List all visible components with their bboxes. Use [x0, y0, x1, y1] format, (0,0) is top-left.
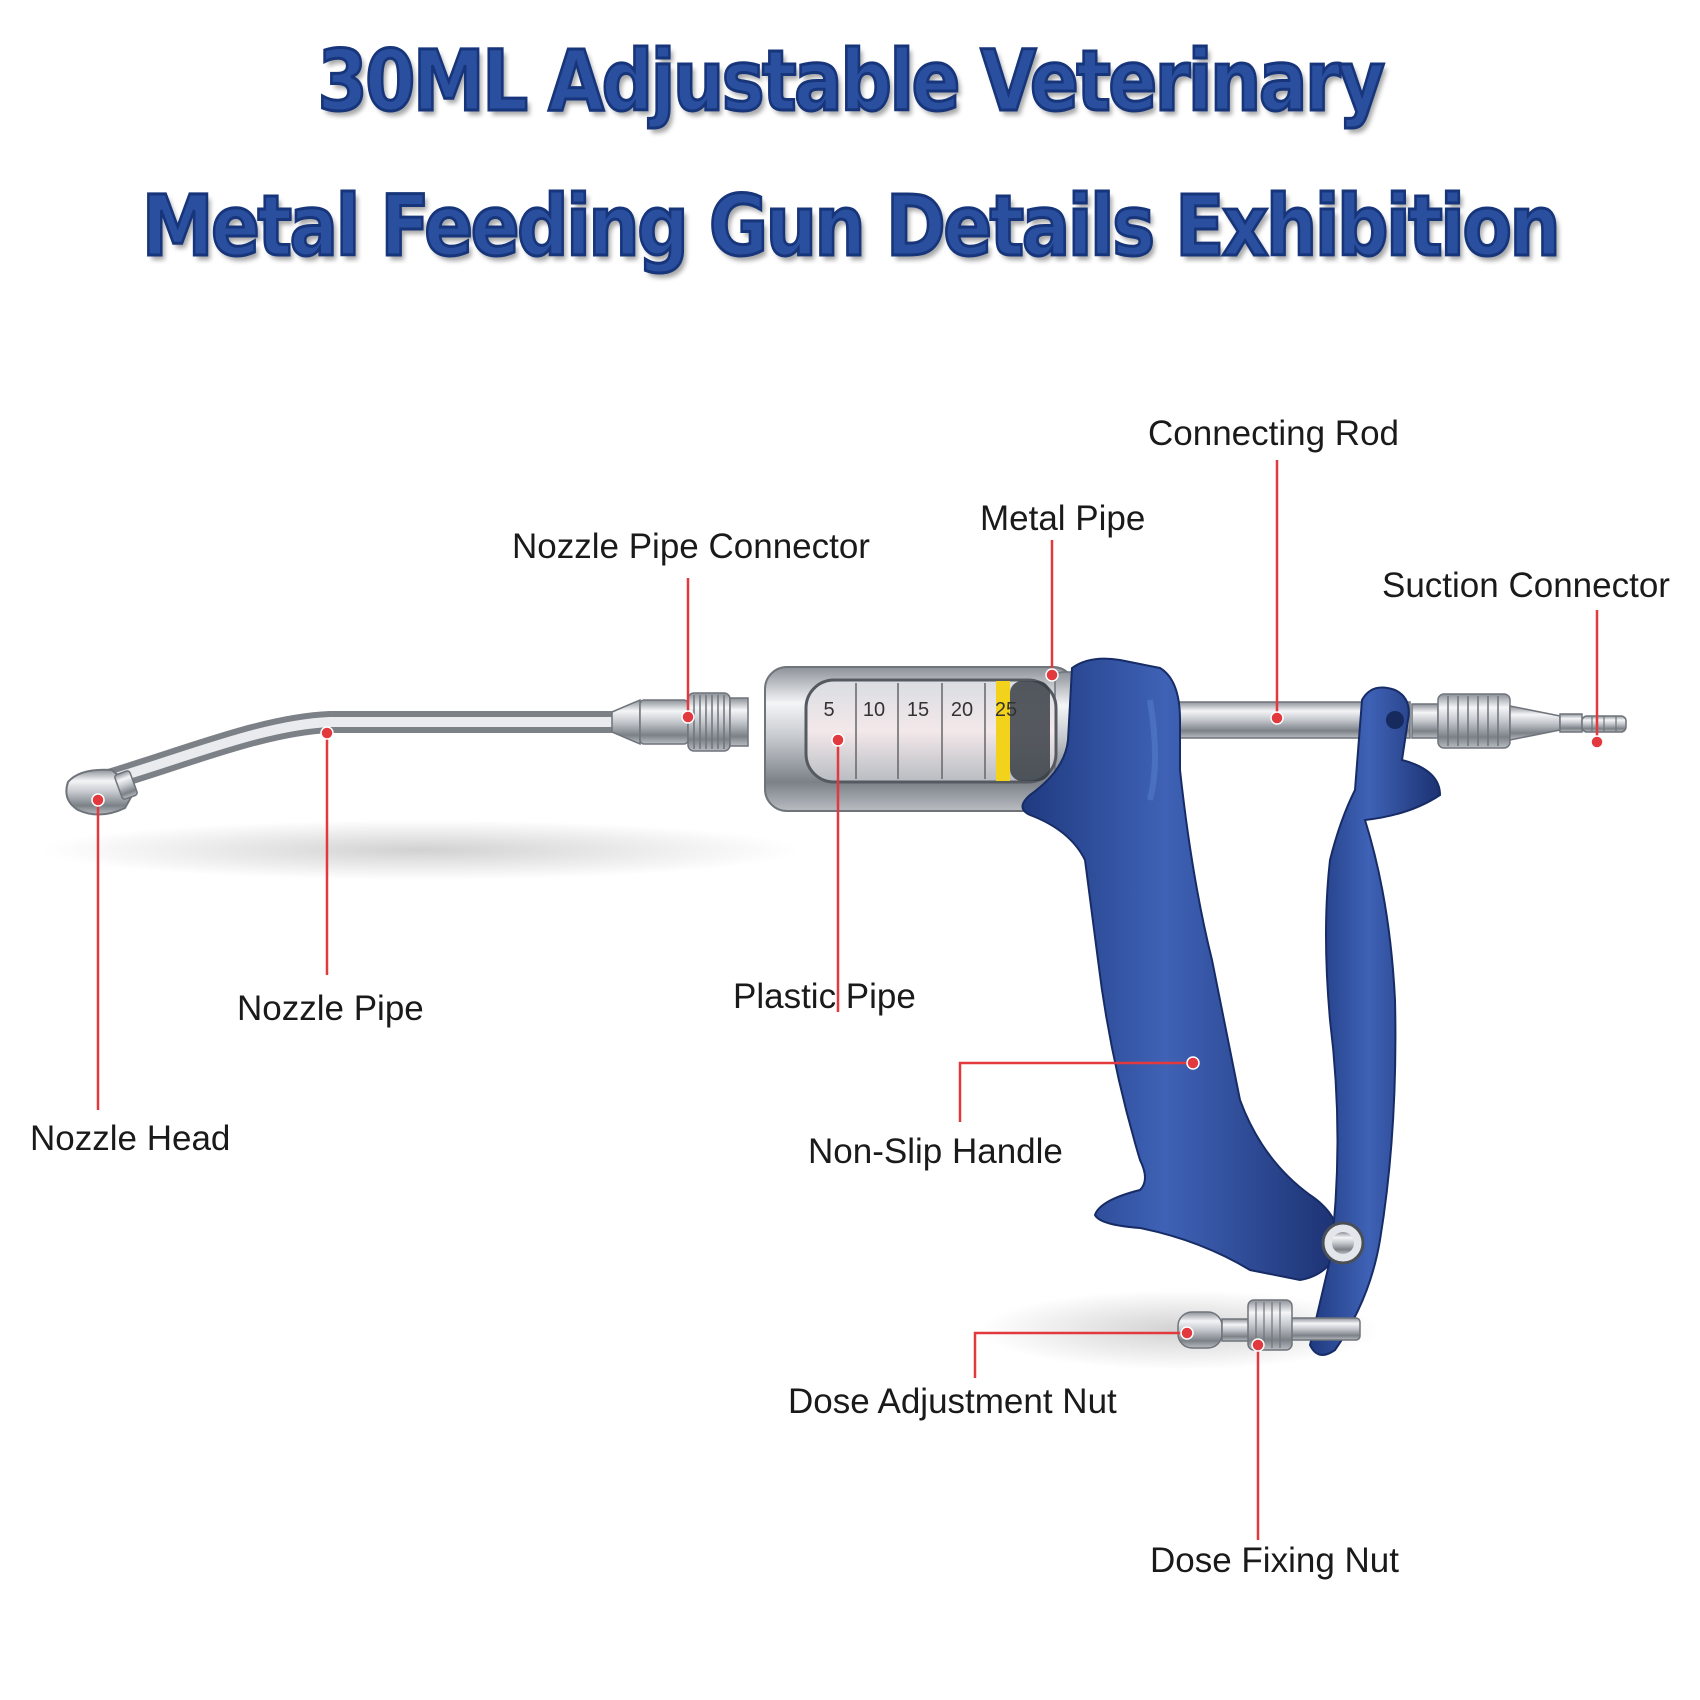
label-plastic-pipe: Plastic Pipe — [733, 977, 916, 1016]
label-metal-pipe: Metal Pipe — [980, 499, 1145, 538]
floor-shadow — [40, 820, 800, 880]
scale-tick: 10 — [863, 699, 885, 721]
callout-dot — [320, 726, 334, 740]
callout-dots — [91, 668, 1604, 1352]
callout-dot — [1045, 668, 1059, 682]
label-connecting-rod: Connecting Rod — [1148, 414, 1399, 453]
callout-lines — [96, 460, 1599, 1540]
nozzle-pipe-connector — [611, 692, 749, 752]
label-non-slip-handle: Non-Slip Handle — [808, 1132, 1063, 1171]
label-suction-connector: Suction Connector — [1382, 566, 1670, 605]
callout-dot — [1186, 1056, 1200, 1070]
callout-dot — [831, 733, 845, 747]
title-line-1: 30ML Adjustable Veterinary — [316, 31, 1386, 132]
nozzle-pipe — [81, 711, 631, 796]
scale-tick: 25 — [995, 699, 1017, 721]
label-nozzle-head: Nozzle Head — [30, 1119, 230, 1158]
callout-dot — [1270, 711, 1284, 725]
nozzle-head — [65, 768, 138, 816]
callout-line-non-slip-handle — [958, 1061, 1193, 1122]
callout-dot — [1251, 1338, 1265, 1352]
plastic-pipe — [804, 678, 1058, 784]
non-slip-handle — [1021, 657, 1342, 1282]
callout-dot — [681, 710, 695, 724]
scale-tick: 20 — [951, 699, 973, 721]
label-dose-fixing-nut: Dose Fixing Nut — [1150, 1541, 1399, 1580]
label-dose-adjustment-nut: Dose Adjustment Nut — [788, 1382, 1117, 1421]
label-nozzle-pipe-connector: Nozzle Pipe Connector — [512, 527, 870, 566]
label-nozzle-pipe: Nozzle Pipe — [237, 989, 424, 1028]
callout-dot — [91, 793, 105, 807]
trigger-lever — [1308, 686, 1442, 1356]
scale-ticks: 5 10 15 20 25 — [823, 699, 1017, 721]
scale-tick: 5 — [823, 699, 834, 721]
yellow-band — [996, 681, 1010, 781]
scale-tick: 15 — [907, 699, 929, 721]
callout-line-dose-adjustment-nut — [973, 1331, 1187, 1378]
callout-dot — [1590, 735, 1604, 749]
dose-fixing-nut — [1247, 1299, 1293, 1351]
callout-dot — [1180, 1326, 1194, 1340]
pivot-pin — [1321, 1221, 1365, 1265]
suction-connector — [1411, 693, 1627, 749]
title-line-2: Metal Feeding Gun Details Exhibition — [140, 176, 1562, 277]
